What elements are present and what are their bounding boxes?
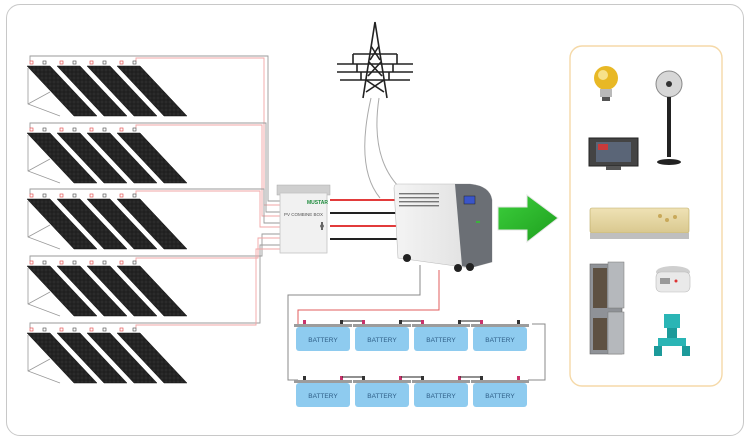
array-wiring	[29, 55, 280, 328]
combiner-box-brand: MUSTAR	[307, 200, 328, 206]
solar-panel	[86, 132, 158, 184]
fan-icon	[655, 70, 683, 165]
battery-label: BATTERY	[485, 393, 515, 400]
refrigerator-icon	[589, 261, 625, 355]
solar-arrays	[26, 60, 188, 384]
pv-combiner-box: MUSTAR PV COMBINE BOX	[276, 184, 331, 254]
solar-array	[26, 193, 188, 250]
inverter-icon	[393, 183, 493, 272]
dc-cables	[330, 199, 398, 240]
battery-cables	[287, 265, 546, 381]
battery-bank: BATTERY BATTERY BATTERY BATTERY BATTERY BATTE…	[294, 320, 529, 407]
solar-panel	[26, 198, 98, 250]
power-tower-icon	[337, 21, 413, 199]
solar-panel	[56, 265, 128, 317]
battery: BATTERY	[471, 376, 529, 407]
solar-panel	[116, 198, 188, 250]
battery-label: BATTERY	[367, 393, 397, 400]
battery: BATTERY	[294, 376, 363, 407]
battery: BATTERY	[294, 320, 363, 351]
solar-array	[26, 60, 188, 117]
solar-panel	[86, 332, 158, 384]
battery: BATTERY	[471, 320, 529, 351]
battery-label: BATTERY	[426, 393, 456, 400]
solar-panel	[26, 332, 98, 384]
arrow-right-icon	[497, 194, 559, 244]
air-conditioner-icon	[589, 207, 690, 239]
solar-panel	[56, 132, 128, 184]
solar-panel	[26, 65, 98, 117]
battery-label: BATTERY	[308, 393, 338, 400]
battery-label: BATTERY	[308, 337, 338, 344]
solar-panel	[116, 265, 188, 317]
solar-panel	[26, 265, 98, 317]
diagram-frame	[6, 4, 744, 436]
battery: BATTERY	[353, 320, 422, 351]
solar-panel	[86, 65, 158, 117]
rice-cooker-icon	[655, 266, 691, 293]
solar-panel	[116, 132, 188, 184]
battery-label: BATTERY	[367, 337, 397, 344]
battery: BATTERY	[412, 320, 481, 351]
solar-array	[26, 260, 188, 317]
solar-panel	[86, 265, 158, 317]
solar-panel	[116, 65, 188, 117]
battery: BATTERY	[353, 376, 422, 407]
solar-panel	[56, 332, 128, 384]
solar-panel	[116, 332, 188, 384]
solar-panel	[56, 65, 128, 117]
battery-label: BATTERY	[426, 337, 456, 344]
battery: BATTERY	[412, 376, 481, 407]
loads-panel	[569, 45, 723, 387]
combiner-box-label: PV COMBINE BOX	[284, 212, 323, 217]
battery-label: BATTERY	[485, 337, 515, 344]
solar-array	[26, 327, 188, 384]
light-bulb-icon	[594, 66, 618, 101]
solar-array	[26, 127, 188, 184]
water-pump-icon	[654, 314, 690, 356]
solar-panel	[26, 132, 98, 184]
solar-panel	[56, 198, 128, 250]
tv-icon	[588, 137, 639, 170]
solar-panel	[86, 198, 158, 250]
